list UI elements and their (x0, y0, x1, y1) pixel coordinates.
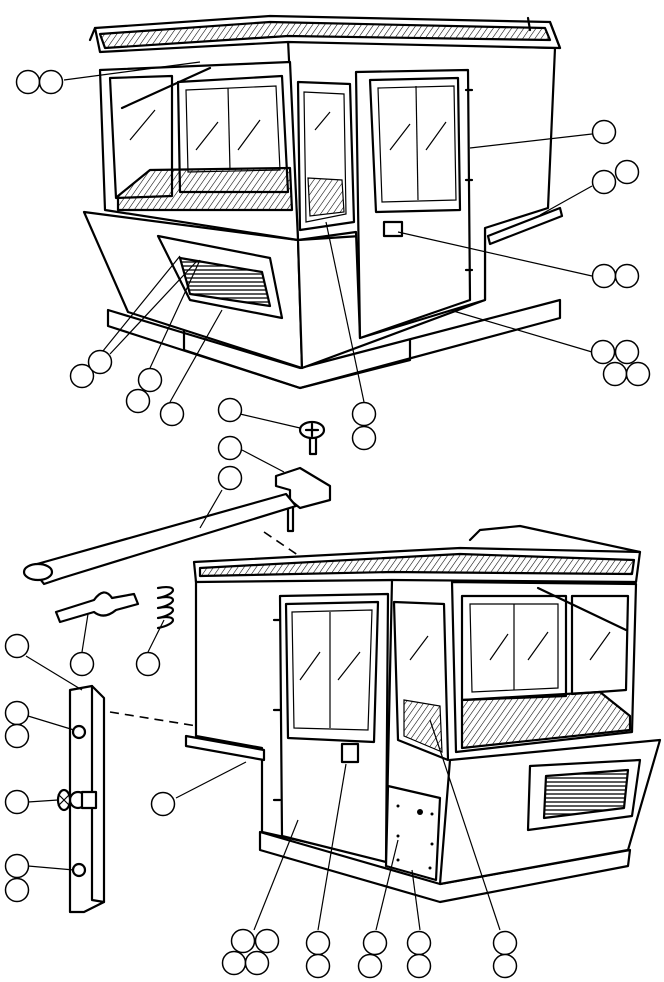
callout-c-u11 (625, 361, 651, 387)
callout-c-l14 (254, 928, 280, 954)
callout-c-u8 (590, 339, 616, 365)
callout-c-u18 (351, 425, 377, 451)
callout-c-u2 (38, 69, 64, 95)
callout-c-u16 (159, 401, 185, 427)
callout-c-u3 (591, 119, 617, 145)
callout-c-l23 (492, 930, 518, 956)
callout-c-l24 (492, 953, 518, 979)
callout-c-l15 (221, 950, 247, 976)
hardware-leader-lines (81, 413, 301, 653)
callout-c-u4 (591, 169, 617, 195)
hardware-parts (22, 420, 332, 630)
callout-c-l8 (4, 723, 30, 749)
callout-c-l6 (4, 633, 30, 659)
callout-c-u7 (614, 263, 640, 289)
latch-plate (56, 684, 106, 914)
callout-c-l9 (4, 789, 30, 815)
callout-c-l19 (362, 930, 388, 956)
callout-c-l10 (4, 853, 30, 879)
upper-cab (82, 14, 564, 390)
callout-c-l17 (305, 930, 331, 956)
callout-c-u12 (69, 363, 95, 389)
callout-c-l16 (244, 950, 270, 976)
callout-c-l22 (406, 953, 432, 979)
callout-c-u9 (614, 339, 640, 365)
callout-c-l11 (4, 877, 30, 903)
callout-c-u15 (125, 388, 151, 414)
callout-c-u14 (137, 367, 163, 393)
callout-c-l3 (217, 465, 243, 491)
callout-c-l13 (230, 928, 256, 954)
callout-c-l18 (305, 953, 331, 979)
latch-leader-lines (25, 655, 83, 871)
callout-c-l1 (217, 397, 243, 423)
lower-leader-lines (175, 719, 501, 931)
callout-bubbles (4, 69, 651, 979)
callout-c-l21 (406, 930, 432, 956)
callout-c-l2 (217, 435, 243, 461)
upper-leader-lines (63, 61, 593, 403)
lower-cab (184, 524, 662, 904)
callout-c-u1 (15, 69, 41, 95)
callout-c-u17 (351, 401, 377, 427)
callout-c-l5 (135, 651, 161, 677)
callout-c-u5 (614, 159, 640, 185)
callout-c-u10 (602, 361, 628, 387)
callout-c-l4 (69, 651, 95, 677)
callout-c-u13 (87, 349, 113, 375)
callout-c-l7 (4, 700, 30, 726)
callout-c-l12 (150, 791, 176, 817)
callout-c-l20 (357, 953, 383, 979)
callout-c-u6 (591, 263, 617, 289)
